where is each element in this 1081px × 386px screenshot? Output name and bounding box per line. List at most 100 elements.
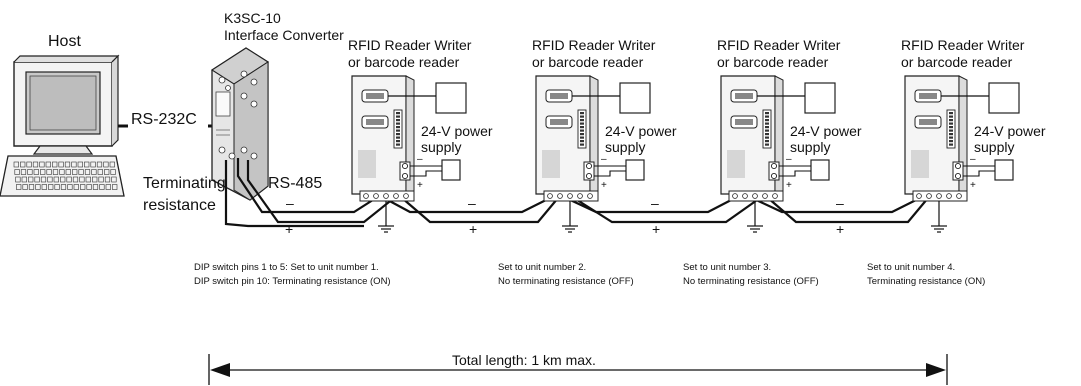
station-note-line1: Set to unit number 2. xyxy=(498,262,586,273)
dip-switch-pin xyxy=(580,112,584,115)
dip-switch-pin xyxy=(580,115,584,118)
dip-switch-pin xyxy=(949,119,953,122)
terminating-label-2: resistance xyxy=(143,197,216,214)
power-supply-box xyxy=(441,159,461,181)
serial-port-pins xyxy=(735,93,753,99)
power-minus: – xyxy=(601,154,607,165)
dip-switch-pin xyxy=(396,129,400,132)
terminal-screw xyxy=(946,193,952,199)
dip-switch-pin xyxy=(396,119,400,122)
dip-switch-pin xyxy=(765,119,769,122)
host-label: Host xyxy=(48,33,81,50)
dip-switch-pin xyxy=(949,112,953,115)
terminal-screw xyxy=(742,193,748,199)
power-wire xyxy=(963,170,995,177)
reader-label-line1: RFID Reader Writer xyxy=(348,37,472,53)
terminal-screw xyxy=(732,193,738,199)
terminal-screw xyxy=(547,193,553,199)
dip-switch-pin xyxy=(949,136,953,139)
serial-port-pins xyxy=(366,119,384,125)
terminal-screw xyxy=(585,162,593,170)
terminal-screw xyxy=(567,193,573,199)
serial-port-pins xyxy=(550,119,568,125)
power-wire xyxy=(779,170,811,177)
terminal-screw xyxy=(956,193,962,199)
dip-switch-pin xyxy=(765,112,769,115)
dip-switch-pin xyxy=(580,143,584,146)
station-note-line2: No terminating resistance (OFF) xyxy=(498,276,634,287)
power-supply-box xyxy=(625,159,645,181)
dip-switch-pin xyxy=(580,136,584,139)
serial-port-pins xyxy=(550,93,568,99)
serial-port-pins xyxy=(919,93,937,99)
dip-switch-pin xyxy=(396,140,400,143)
station-note-line2: DIP switch pin 10: Terminating resistanc… xyxy=(194,276,391,287)
dip-switch-pin xyxy=(765,136,769,139)
station-note-line1: DIP switch pins 1 to 5: Set to unit numb… xyxy=(194,262,379,273)
converter-model: K3SC-10 xyxy=(224,10,281,26)
terminal-screw xyxy=(770,172,778,180)
dip-switch-pin xyxy=(949,129,953,132)
reader-device-box xyxy=(435,82,467,114)
dip-switch-pin xyxy=(580,140,584,143)
rs485-bus xyxy=(224,158,929,228)
bus-plus-1: + xyxy=(285,221,293,237)
serial-port-pins xyxy=(735,119,753,125)
terminating-label-1: Terminating xyxy=(143,175,226,192)
dip-switch-pin xyxy=(396,136,400,139)
terminal-screw xyxy=(401,162,409,170)
dip-switch-pin xyxy=(580,129,584,132)
reader-device-box xyxy=(619,82,651,114)
total-length-dimension: Total length: 1 km max. xyxy=(208,352,948,385)
reader-label-line2: or barcode reader xyxy=(901,54,1013,70)
power-minus: – xyxy=(970,154,976,165)
unit-label-area xyxy=(911,150,929,178)
dip-switch-pin xyxy=(396,115,400,118)
power-wire xyxy=(594,170,626,177)
terminal-screw xyxy=(577,193,583,199)
dip-switch-pin xyxy=(396,143,400,146)
power-terminal xyxy=(583,161,595,181)
power-label-line2: supply xyxy=(790,139,830,155)
dip-switch-pin xyxy=(765,140,769,143)
terminal-screw xyxy=(770,162,778,170)
dip-switch-pin xyxy=(396,133,400,136)
power-label-line2: supply xyxy=(421,139,461,155)
station-note-line1: Set to unit number 4. xyxy=(867,262,955,273)
unit-label-area xyxy=(542,150,560,178)
dip-switch-pin xyxy=(949,115,953,118)
terminal-screw xyxy=(587,193,593,199)
dip-switch-pin xyxy=(949,126,953,129)
bus-plus-3: + xyxy=(652,221,660,237)
dip-switch-pin xyxy=(949,140,953,143)
dip-switch-pin xyxy=(765,122,769,125)
terminal-screw xyxy=(752,193,758,199)
power-minus: – xyxy=(786,154,792,165)
terminal-screw xyxy=(916,193,922,199)
power-terminal xyxy=(768,161,780,181)
dip-switch xyxy=(762,109,772,149)
reader-label-line1: RFID Reader Writer xyxy=(901,37,1025,53)
bus-minus-4: – xyxy=(836,195,844,211)
bus-plus-4: + xyxy=(836,221,844,237)
power-terminal xyxy=(952,161,964,181)
reader-device-box xyxy=(804,82,836,114)
dip-switch-pin xyxy=(396,122,400,125)
terminal-screw xyxy=(954,172,962,180)
bus-minus-3: – xyxy=(651,195,659,211)
terminal-screw xyxy=(373,193,379,199)
unit-label-area xyxy=(358,150,376,178)
reader-label-line1: RFID Reader Writer xyxy=(717,37,841,53)
power-plus: + xyxy=(601,180,607,191)
terminal-screw xyxy=(926,193,932,199)
terminal-screw xyxy=(936,193,942,199)
power-label-line1: 24-V power xyxy=(974,123,1046,139)
terminal-screw xyxy=(401,172,409,180)
host-computer: Host xyxy=(0,33,125,197)
dip-switch-pin xyxy=(949,122,953,125)
total-length-label: Total length: 1 km max. xyxy=(452,352,596,368)
